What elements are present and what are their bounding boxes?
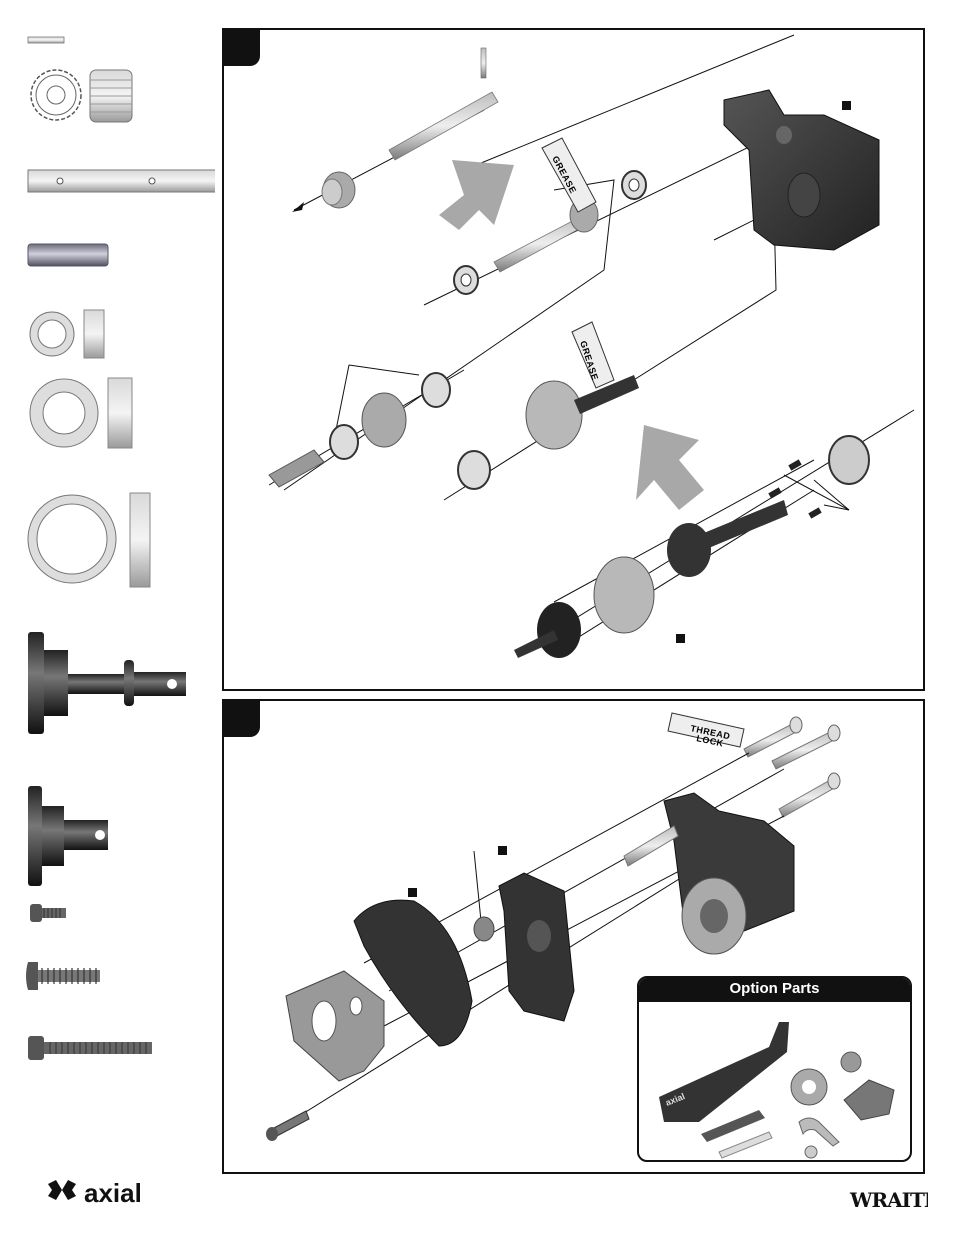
grease-tube-icon: GREASE — [542, 138, 596, 212]
screw-icon — [266, 1111, 309, 1141]
bearing-icon — [30, 310, 104, 358]
step-1-diagram: GREASE GREASE — [224, 30, 924, 690]
outdrive-icon — [28, 632, 186, 734]
long-screw-icon — [744, 717, 840, 817]
callout-square-icon — [842, 101, 851, 110]
shift-fork-option-icon — [799, 1118, 839, 1158]
shaft-icon — [28, 170, 215, 192]
parts-illustrations — [0, 0, 215, 1235]
parts-sidebar — [0, 0, 215, 1235]
direction-arrow-icon — [636, 425, 704, 510]
step-panel-2: THREAD LOCK — [222, 699, 925, 1174]
output-assembly-icon — [514, 436, 869, 658]
direction-arrow-icon — [439, 160, 514, 230]
wraith-logo: WRAITH — [848, 1173, 928, 1219]
thread-lock-tube-icon: THREAD LOCK — [668, 713, 744, 749]
option-parts-title: Option Parts — [639, 978, 910, 1002]
screw-icon — [26, 962, 100, 990]
idler-stack-icon — [269, 373, 450, 487]
axial-logo: axial — [44, 1176, 184, 1212]
motor-plate-option-icon: axial — [659, 1022, 789, 1122]
input-shaft-icon — [389, 48, 498, 160]
gearbox-housing-icon — [724, 90, 879, 250]
callout-square-icon — [498, 846, 507, 855]
gearbox-assembly-icon — [624, 793, 794, 954]
step-panel-1: GREASE GREASE — [222, 28, 925, 691]
callout-square-icon — [408, 888, 417, 897]
axial-logo-text: axial — [84, 1178, 142, 1208]
arrow-head-icon — [292, 202, 304, 212]
pinion-option-icon — [701, 1110, 772, 1158]
gear-icon — [31, 70, 132, 122]
option-parts-panel: Option Parts axial — [637, 976, 912, 1162]
callout-square-icon — [676, 634, 685, 643]
slipper-option-icon — [791, 1052, 894, 1120]
option-parts-illustration: axial — [639, 1002, 911, 1162]
spacer-icon — [28, 244, 108, 266]
pin-icon — [28, 37, 64, 43]
bearing-icon — [30, 378, 132, 448]
screw-icon — [28, 1036, 152, 1060]
pinion-gear-icon — [322, 172, 355, 208]
differential-icon: GREASE — [458, 322, 639, 489]
screw-icon — [30, 904, 66, 922]
bearing-icon — [28, 493, 150, 587]
wraith-logo-text: WRAITH — [849, 1188, 928, 1212]
bearing-icon — [622, 171, 646, 199]
outdrive-icon — [28, 786, 108, 886]
motor-plate-icon — [286, 971, 384, 1081]
bearing-icon — [454, 266, 478, 294]
